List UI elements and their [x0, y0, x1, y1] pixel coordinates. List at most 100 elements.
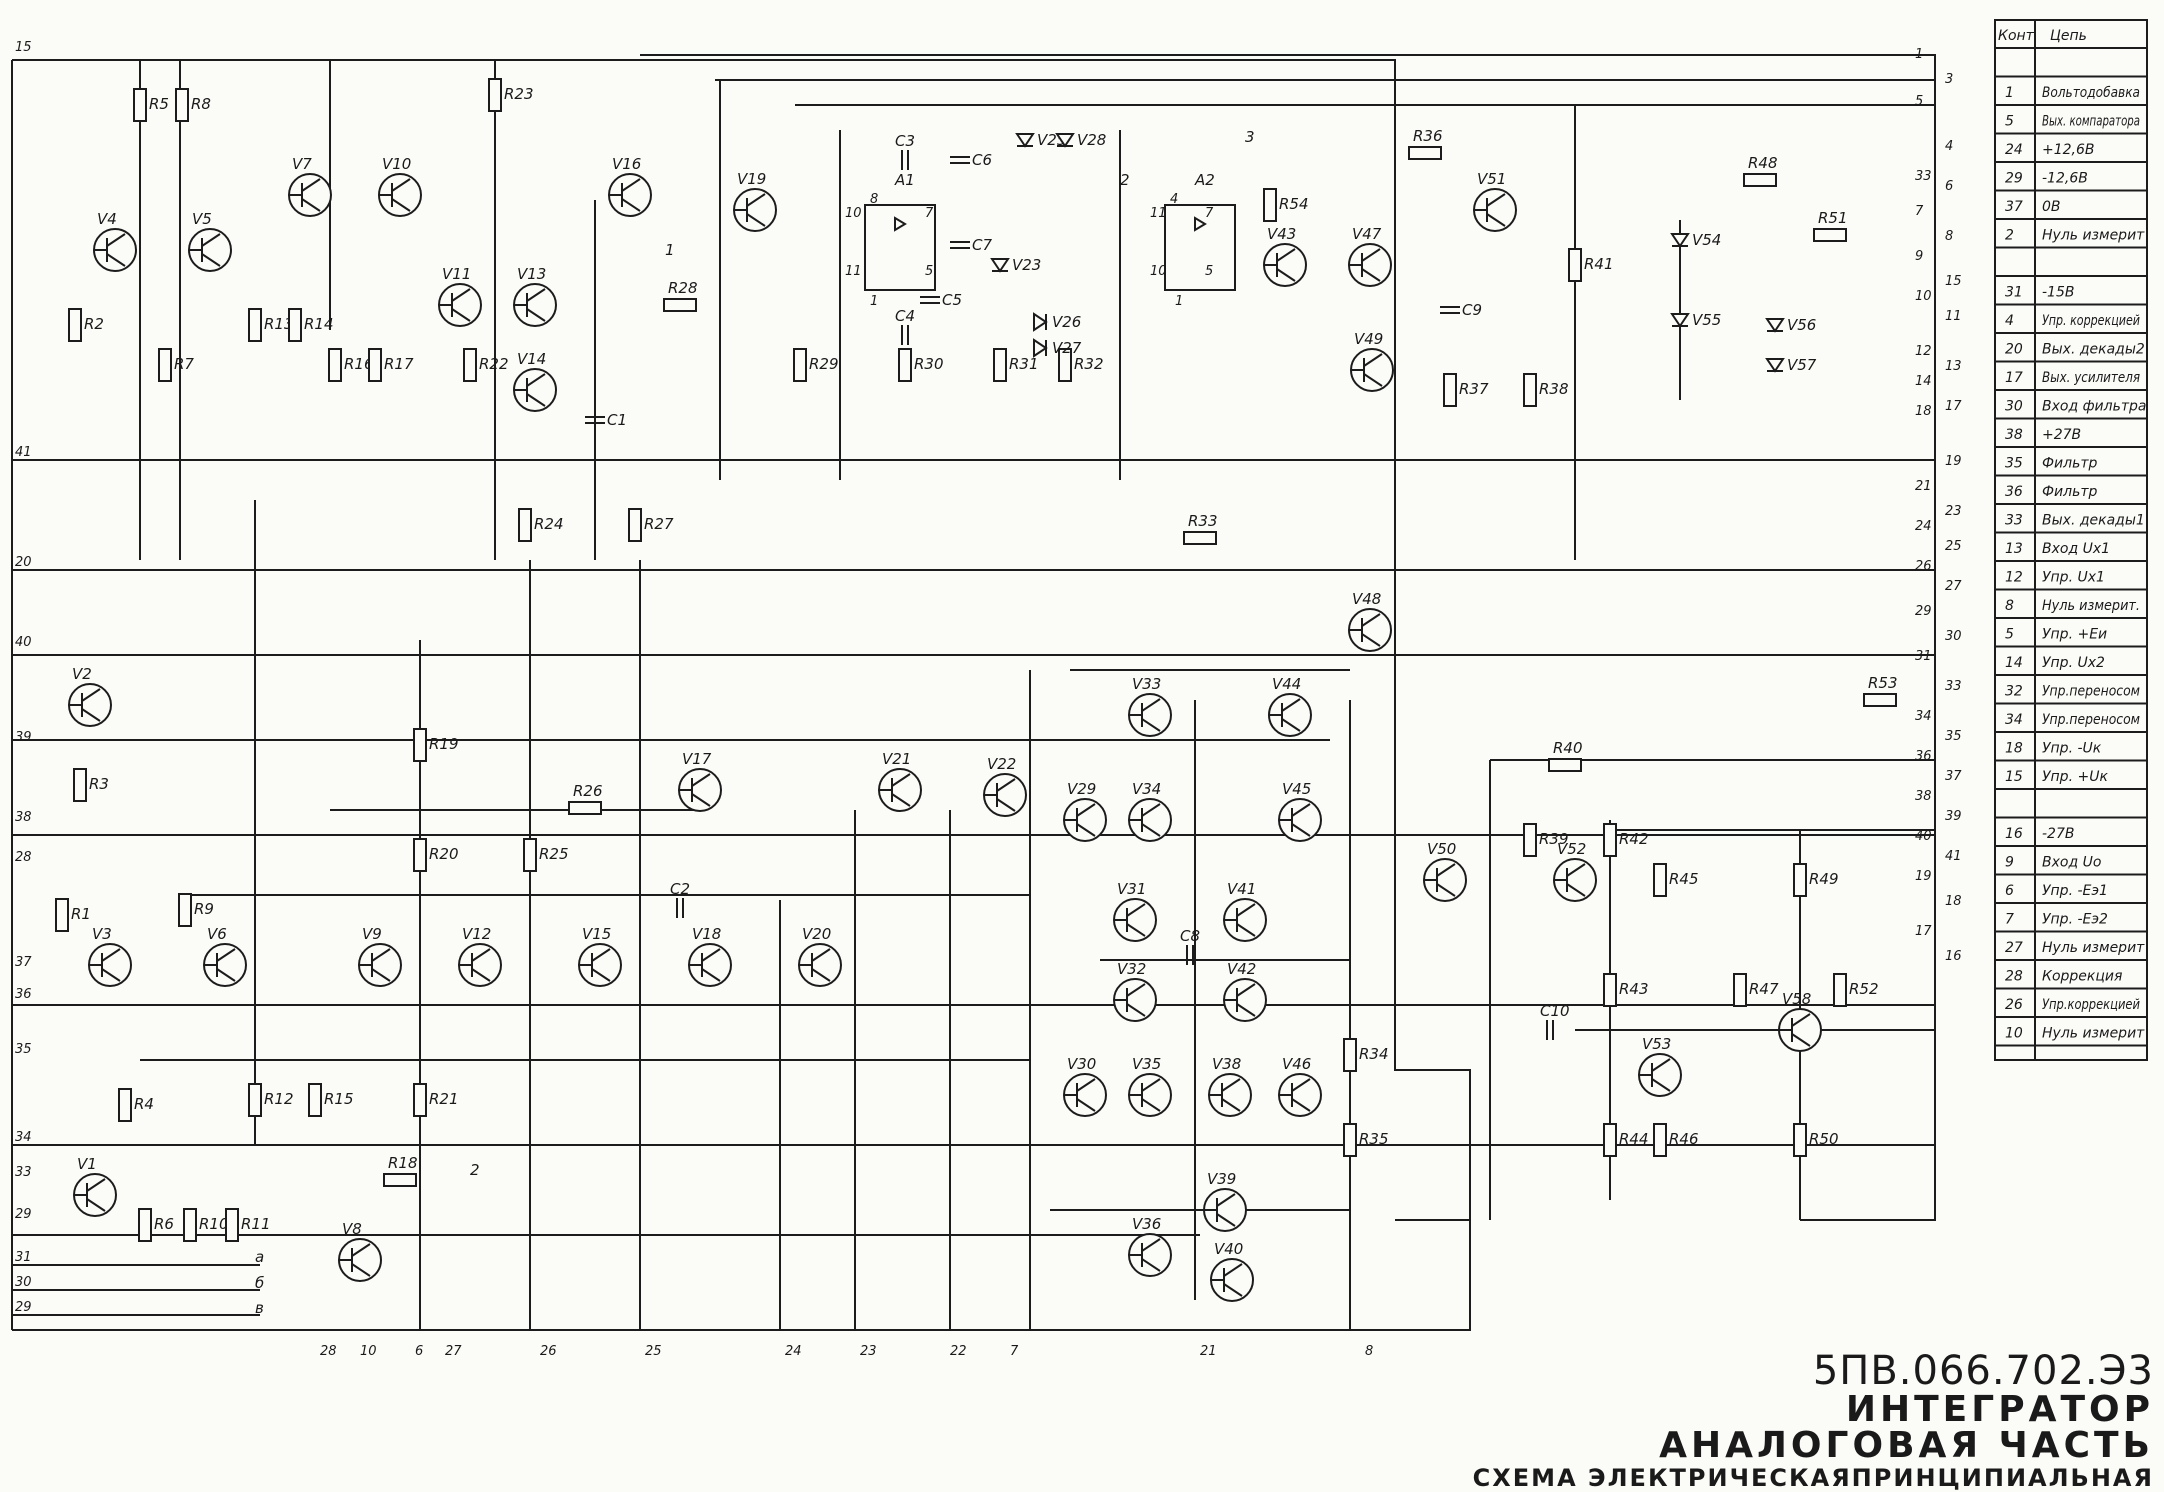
bottom-pin-number: 24 [785, 1344, 802, 1359]
resistor-label: R3 [89, 775, 109, 793]
left-pin-number: 15 [15, 40, 32, 55]
right-pin-number: 13 [1945, 359, 1962, 374]
left-pin-number: 30 [15, 1275, 32, 1290]
table-contact: 38 [2005, 427, 2023, 443]
table-contact: 6 [2005, 883, 2014, 899]
transistor-v46: V46 [1278, 1055, 1322, 1117]
table-circuit: Упр. -Еэ2 [2042, 912, 2108, 928]
transistor-label: V4 [97, 210, 117, 228]
transistor-label: V7 [292, 155, 312, 173]
resistor-label: R51 [1818, 209, 1848, 227]
right-pin-number: 38 [1915, 789, 1932, 804]
resistor-r26: R26 [568, 782, 603, 815]
right-pin-number: 18 [1915, 404, 1932, 419]
transistor-label: V34 [1132, 780, 1161, 798]
transistor-label: V53 [1642, 1035, 1671, 1053]
diode-v28: V28 [1055, 131, 1106, 149]
table-contact: 37 [2005, 199, 2023, 215]
resistor-label: R35 [1359, 1130, 1389, 1148]
bus-label: 2 [1120, 171, 1130, 189]
resistor-label: R20 [429, 845, 459, 863]
table-header-contact: Конт [1998, 28, 2035, 44]
diode-v56: V56 [1765, 316, 1816, 334]
table-circuit: Вход Uо [2042, 855, 2101, 871]
resistor-r42: R42 [1603, 823, 1649, 857]
left-pin-number: 38 [15, 810, 32, 825]
transistor-label: V21 [882, 750, 911, 768]
resistor-label: R37 [1459, 380, 1489, 398]
resistor-label: R6 [154, 1215, 174, 1233]
resistor-r29: R29 [793, 348, 839, 382]
amplifier-a2: A2 [1164, 171, 1236, 291]
transistor-label: V3 [92, 925, 112, 943]
transistor-v48: V48 [1348, 590, 1392, 652]
right-pin-number: 26 [1915, 559, 1932, 574]
diode-label: V27 [1052, 339, 1082, 357]
transistor-v3: V3 [88, 925, 132, 987]
left-pin-number: 29 [15, 1300, 32, 1315]
resistor-r14: R14 [288, 308, 334, 342]
transistor-v10: V10 [378, 155, 422, 217]
transistor-v47: V47 [1348, 225, 1392, 287]
table-circuit: -27В [2042, 826, 2074, 842]
op-amp-pin: 4 [1170, 192, 1178, 207]
resistor-label: R31 [1009, 355, 1039, 373]
resistor-label: R19 [429, 735, 459, 753]
transistor-label: V1 [77, 1155, 97, 1173]
right-pin-number: 34 [1915, 709, 1932, 724]
transistor-v5: V5 [188, 210, 232, 272]
transistor-v40: V40 [1210, 1240, 1254, 1302]
transistor-v58: V58 [1778, 990, 1822, 1052]
table-circuit: Вых. усилителя [2042, 370, 2140, 386]
capacitor-c8: C8 [1180, 927, 1200, 965]
table-contact: 9 [2005, 855, 2014, 871]
right-pin-number: 24 [1915, 519, 1932, 534]
transistor-label: V44 [1272, 675, 1301, 693]
table-circuit: Вольтодобавка [2042, 85, 2140, 101]
resistor-label: R53 [1868, 674, 1898, 692]
left-pin-number: 35 [15, 1042, 32, 1057]
transistor-v14: V14 [513, 350, 557, 412]
transistor-v41: V41 [1223, 880, 1267, 942]
bottom-pin-number: 21 [1200, 1344, 1217, 1359]
resistor-label: R38 [1539, 380, 1569, 398]
resistor-r19: R19 [413, 728, 459, 762]
resistor-r18: R18 [383, 1154, 418, 1187]
resistor-label: R13 [264, 315, 294, 333]
table-circuit: Упр. -Uк [2042, 741, 2102, 757]
right-pin-number: 19 [1945, 454, 1962, 469]
bottom-pin-number: 10 [360, 1344, 377, 1359]
resistor-r54: R54 [1263, 188, 1309, 222]
capacitor-label: C1 [607, 411, 627, 429]
transistor-label: V15 [582, 925, 611, 943]
table-contact: 16 [2005, 826, 2023, 842]
transistor-v43: V43 [1263, 225, 1307, 287]
resistor-label: R54 [1279, 195, 1309, 213]
table-circuit: +12,6В [2042, 142, 2095, 158]
right-pin-number: 39 [1945, 809, 1962, 824]
left-pin-number: 41 [15, 445, 32, 460]
left-pin-number: 40 [15, 635, 32, 650]
transistor-label: V58 [1782, 990, 1811, 1008]
table-circuit: -12,6В [2042, 171, 2088, 187]
table-contact: 30 [2005, 399, 2023, 415]
table-contact: 34 [2005, 712, 2023, 728]
left-pin-number: 39 [15, 730, 32, 745]
title-block: 5ПВ.066.702.Э3 ИНТЕГРАТОР АНАЛОГОВАЯ ЧАС… [1473, 1350, 2154, 1492]
right-pin-number: 31 [1915, 649, 1932, 664]
transistor-label: V17 [682, 750, 712, 768]
diode-v23: V23 [990, 256, 1041, 274]
resistor-r7: R7 [158, 348, 194, 382]
table-circuit: -15В [2042, 285, 2074, 301]
resistor-r46: R46 [1653, 1123, 1699, 1157]
resistor-r1: R1 [55, 898, 91, 932]
transistor-label: V39 [1207, 1170, 1236, 1188]
bus-label: а [255, 1248, 264, 1266]
transistor-label: V11 [442, 265, 471, 283]
resistor-label: R5 [149, 95, 169, 113]
right-pin-number: 27 [1945, 579, 1962, 594]
table-contact: 20 [2005, 342, 2023, 358]
table-contact: 28 [2005, 969, 2023, 985]
